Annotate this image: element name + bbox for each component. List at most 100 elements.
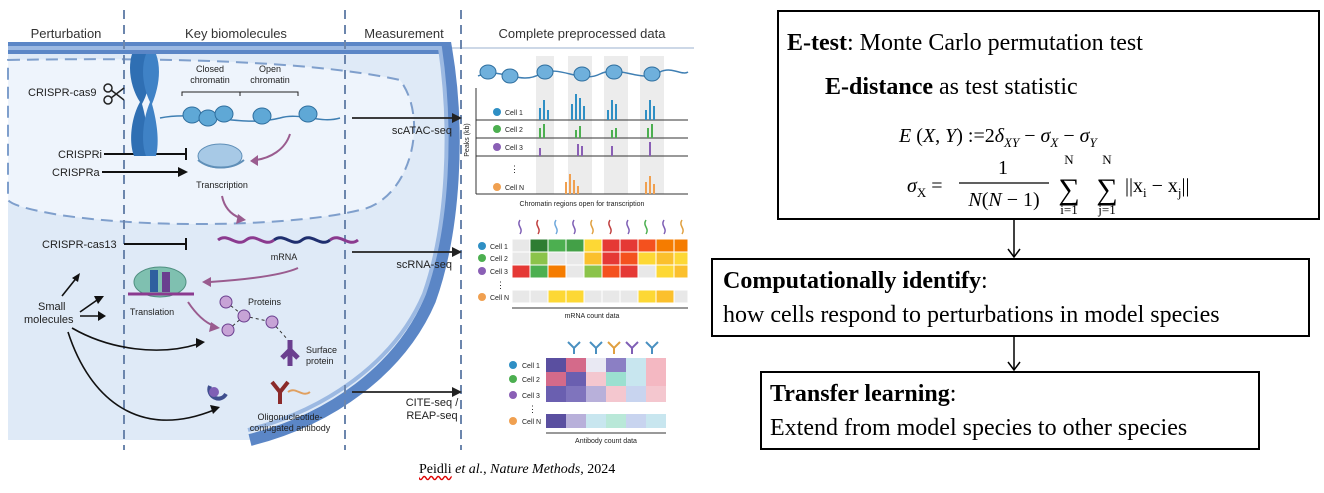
label-open-chromatin-2: chromatin: [250, 75, 290, 85]
citation-author: Peidli: [419, 462, 452, 477]
chromatin-strand: [159, 105, 341, 127]
etest-statistic: E-distance as test statistic: [825, 74, 1078, 101]
scissors-icon: [103, 83, 125, 105]
header-key-biomolecules: Key biomolecules: [185, 26, 287, 41]
svg-text:i=1: i=1: [1060, 202, 1077, 217]
label-crispr-cas9: CRISPR-cas9: [28, 87, 96, 99]
svg-text:E (X, Y) :=2δXY − σX − σY: E (X, Y) :=2δXY − σX − σY: [898, 125, 1098, 150]
citation-sep: ,: [483, 462, 491, 477]
label-crispri: CRISPRi: [58, 149, 102, 161]
rna-ellipsis: ⋮: [496, 280, 505, 290]
surface-protein-icon: [280, 340, 300, 366]
cell-body: [7, 42, 460, 446]
rna-panel: Cell 1 Cell 2 Cell 3 Cell N ⋮ mRNA count…: [478, 219, 689, 320]
mrna-strand: [217, 236, 359, 244]
antibody-panel: Cell 1 Cell 2 Cell 3 Cell N ⋮ Antibody c…: [509, 341, 666, 445]
etest-title-bold: E-test: [787, 30, 847, 56]
header-measurement: Measurement: [364, 26, 444, 41]
atac-panel: Peaks (kb) Cell 1 Cell 2 Cell 3 Cell N ⋮: [464, 56, 689, 208]
label-translation: Translation: [130, 307, 174, 317]
rna-cell-3: Cell 3: [490, 269, 508, 276]
label-oligo-antibody-2: conjugated antibody: [250, 423, 331, 433]
antibody-icon: [270, 380, 311, 404]
svg-text:N(N − 1): N(N − 1): [967, 189, 1039, 211]
transfer-box: Transfer learning: Extend from model spe…: [760, 371, 1260, 450]
identify-title: Computationally identify:: [723, 268, 988, 295]
svg-text:∑: ∑: [1096, 173, 1117, 206]
label-cite-seq-2: REAP-seq: [406, 410, 457, 422]
citation: Peidli et al., Nature Methods, 2024: [419, 462, 615, 478]
label-scrna-seq: scRNA-seq: [396, 259, 452, 271]
svg-text:||xi − xj||: ||xi − xj||: [1125, 175, 1190, 200]
transfer-description: Extend from model species to other speci…: [770, 415, 1188, 441]
transcription-complex-icon: [197, 143, 245, 169]
atac-caption: Chromatin regions open for transcription: [520, 201, 645, 208]
sigma-equation: σX = 1 N(N − 1) N ∑ i=1 N ∑ j=1 ||xi − x…: [907, 152, 1190, 217]
edistance-equations: E (X, Y) :=2δXY − σX − σY σX = 1 N(N − 1…: [898, 125, 1190, 217]
rna-cell-1: Cell 1: [490, 244, 508, 251]
ab-cell-n: Cell N: [522, 419, 541, 426]
small-molecule-arrows: [61, 275, 215, 421]
citation-etal: et al.: [451, 462, 484, 477]
perturbation-figure: Perturbation Key biomolecules Measuremen…: [7, 10, 694, 450]
citation-year: , 2024: [580, 462, 616, 477]
label-scatac-seq: scATAC-seq: [392, 125, 452, 137]
measurement-arrows: [352, 117, 454, 393]
label-surface-protein-2: protein: [306, 356, 334, 366]
etest-title: E-test: Monte Carlo permutation test: [787, 30, 1143, 57]
svg-text:σX =: σX =: [907, 175, 943, 200]
ab-ellipsis: ⋮: [528, 404, 537, 414]
atac-cell-2: Cell 2: [505, 127, 523, 134]
atac-cell-1: Cell 1: [505, 110, 523, 117]
atac-cell-3: Cell 3: [505, 145, 523, 152]
down-arrow-2: [1007, 337, 1021, 371]
identify-title-rest: :: [981, 268, 988, 294]
label-surface-protein-1: Surface: [306, 345, 337, 355]
etest-title-rest: : Monte Carlo permutation test: [846, 30, 1143, 56]
chromosome-icon: [129, 54, 159, 156]
svg-text:1: 1: [998, 157, 1008, 179]
label-open-chromatin-1: Open: [259, 64, 281, 74]
svg-text:N: N: [1064, 152, 1074, 167]
membrane-receptor-icon: [207, 385, 228, 401]
down-arrow-1: [1007, 220, 1021, 258]
identify-description: how cells respond to perturbations in mo…: [723, 302, 1220, 328]
svg-text:∑: ∑: [1058, 173, 1079, 206]
atac-ellipsis: ⋮: [510, 164, 519, 174]
atac-ylabel: Peaks (kb): [464, 123, 471, 156]
protein-network: [219, 295, 289, 341]
identify-box: Computationally identify: how cells resp…: [711, 258, 1310, 337]
etest-box: E-test: Monte Carlo permutation test E-d…: [777, 10, 1320, 220]
transfer-title-bold: Transfer learning: [770, 381, 950, 407]
rna-cell-n: Cell N: [490, 295, 509, 302]
label-oligo-antibody-1: Oligonucleotide-: [257, 412, 322, 422]
rna-cell-2: Cell 2: [490, 256, 508, 263]
ab-cell-1: Cell 1: [522, 363, 540, 370]
ribosome-icon: [128, 266, 194, 298]
transfer-title-rest: :: [949, 381, 957, 407]
label-proteins: Proteins: [248, 297, 282, 307]
svg-text:j=1: j=1: [1097, 202, 1115, 217]
label-closed-chromatin-2: chromatin: [190, 75, 230, 85]
label-small-molecules-2: molecules: [24, 314, 74, 326]
edistance-equation: E (X, Y) :=2δXY − σX − σY: [898, 125, 1098, 150]
header-perturbation: Perturbation: [31, 26, 102, 41]
svg-text:N: N: [1102, 152, 1112, 167]
label-crispr-cas13: CRISPR-cas13: [42, 239, 117, 251]
transfer-title: Transfer learning:: [770, 381, 956, 408]
atac-cell-n: Cell N: [505, 185, 524, 192]
label-mrna: mRNA: [271, 252, 298, 262]
identify-title-bold: Computationally identify: [723, 268, 982, 294]
ab-cell-3: Cell 3: [522, 393, 540, 400]
label-closed-chromatin-1: Closed: [196, 64, 224, 74]
label-crispra: CRISPRa: [52, 167, 101, 179]
etest-stat-bold: E-distance: [825, 74, 933, 100]
header-complete-data: Complete preprocessed data: [499, 26, 667, 41]
ab-cell-2: Cell 2: [522, 377, 540, 384]
etest-stat-rest: as test statistic: [933, 74, 1078, 100]
ab-caption: Antibody count data: [575, 438, 637, 445]
citation-journal: Nature Methods: [490, 462, 581, 477]
label-transcription: Transcription: [196, 180, 248, 190]
rna-caption: mRNA count data: [565, 313, 620, 320]
label-cite-seq-1: CITE-seq /: [406, 397, 460, 409]
